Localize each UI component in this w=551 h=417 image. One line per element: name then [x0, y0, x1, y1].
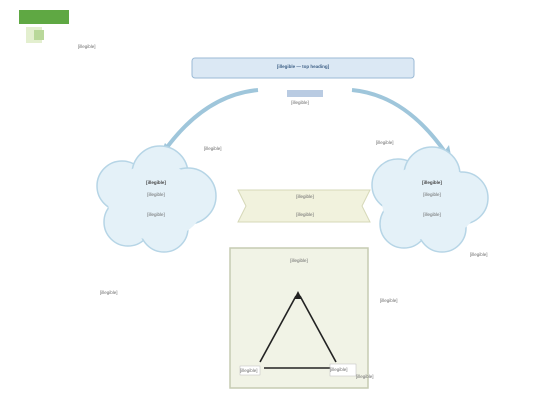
top-heading-text: [illegible — top heading] — [276, 64, 330, 69]
left-cloud-subtitle: [illegible] — [147, 192, 165, 197]
triangle-right-label-box — [329, 363, 357, 377]
note-bottom-right: [illegible] — [380, 298, 398, 303]
center-banner-title: [illegible] — [296, 194, 314, 199]
right-cloud-subtitle: [illegible] — [423, 192, 441, 197]
left-cloud — [96, 145, 217, 253]
footer-text: [illegible] — [356, 374, 374, 379]
triangle-left-vertex: [illegible] — [240, 368, 258, 373]
right-cloud-body: [illegible] — [423, 212, 441, 217]
right-cloud — [371, 146, 489, 253]
right-cloud-title: [illegible] — [422, 180, 442, 185]
left-arc-arrow — [163, 88, 259, 152]
left-cloud-title: [illegible] — [146, 180, 166, 185]
logo — [19, 10, 69, 43]
left-cloud-body: [illegible] — [147, 212, 165, 217]
triangle-arrowhead-top — [294, 291, 302, 299]
note-bottom-left: [illegible] — [100, 290, 118, 295]
triangle-right-vertex: [illegible] — [330, 367, 348, 372]
triangle-arrows — [259, 295, 337, 369]
note-top-center: [illegible] — [291, 100, 309, 105]
right-arc-arrow — [351, 88, 447, 154]
curved-arrows — [163, 88, 447, 154]
triangle-left-label-box — [239, 365, 261, 376]
center-banner-subtitle: [illegible] — [296, 212, 314, 217]
note-left-mid: [illegible] — [204, 146, 222, 151]
triangle-panel-title: [illegible] — [290, 258, 308, 263]
top-center-chip — [287, 90, 323, 97]
top-heading-box — [191, 57, 415, 79]
center-banner — [237, 189, 371, 223]
note-top-left: [illegible] — [78, 44, 96, 49]
note-right-mid: [illegible] — [376, 140, 394, 145]
note-right-lower: [illegible] — [470, 252, 488, 257]
